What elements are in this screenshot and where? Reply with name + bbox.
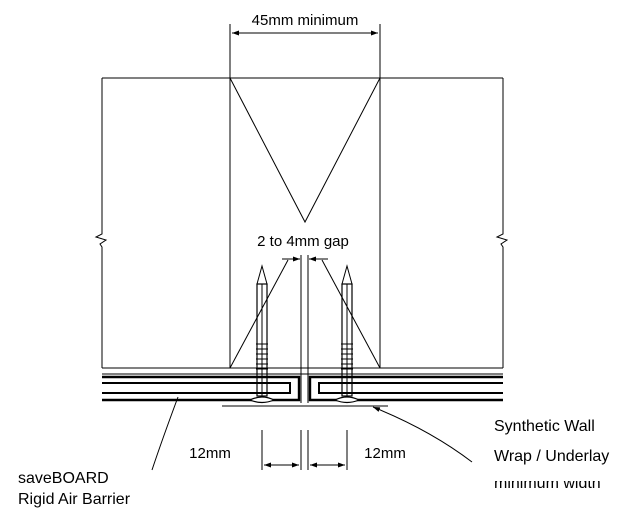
board-leader-line <box>151 396 179 471</box>
board-layer-lines <box>102 367 503 375</box>
edge-distance-dimension-lines <box>261 430 348 470</box>
stud-width-dimension <box>229 24 381 78</box>
gap-label: 2 to 4mm gap <box>257 233 349 250</box>
right-nail <box>333 264 361 404</box>
left-nail <box>248 264 276 404</box>
board-gap-lines <box>300 255 309 403</box>
wrap-leader-line <box>372 406 473 463</box>
left-board-panel <box>102 375 301 402</box>
wrap-label-line1: Synthetic Wall <box>494 418 595 435</box>
wrap-label-line3-cut: minimum width <box>490 472 626 492</box>
right-wall-edge <box>495 78 509 368</box>
left-edge-distance-label: 12mm <box>189 445 231 462</box>
right-edge-distance-label: 12mm <box>364 445 406 462</box>
stud-section <box>229 77 381 369</box>
board-label-line1: saveBOARD <box>18 470 109 487</box>
right-board-panel <box>308 375 503 402</box>
stud-width-label: 45mm minimum <box>252 12 359 29</box>
wrap-label-line2: Wrap / Underlay <box>494 448 609 465</box>
left-wall-edge <box>94 78 108 368</box>
board-label-line2: Rigid Air Barrier <box>18 491 131 508</box>
